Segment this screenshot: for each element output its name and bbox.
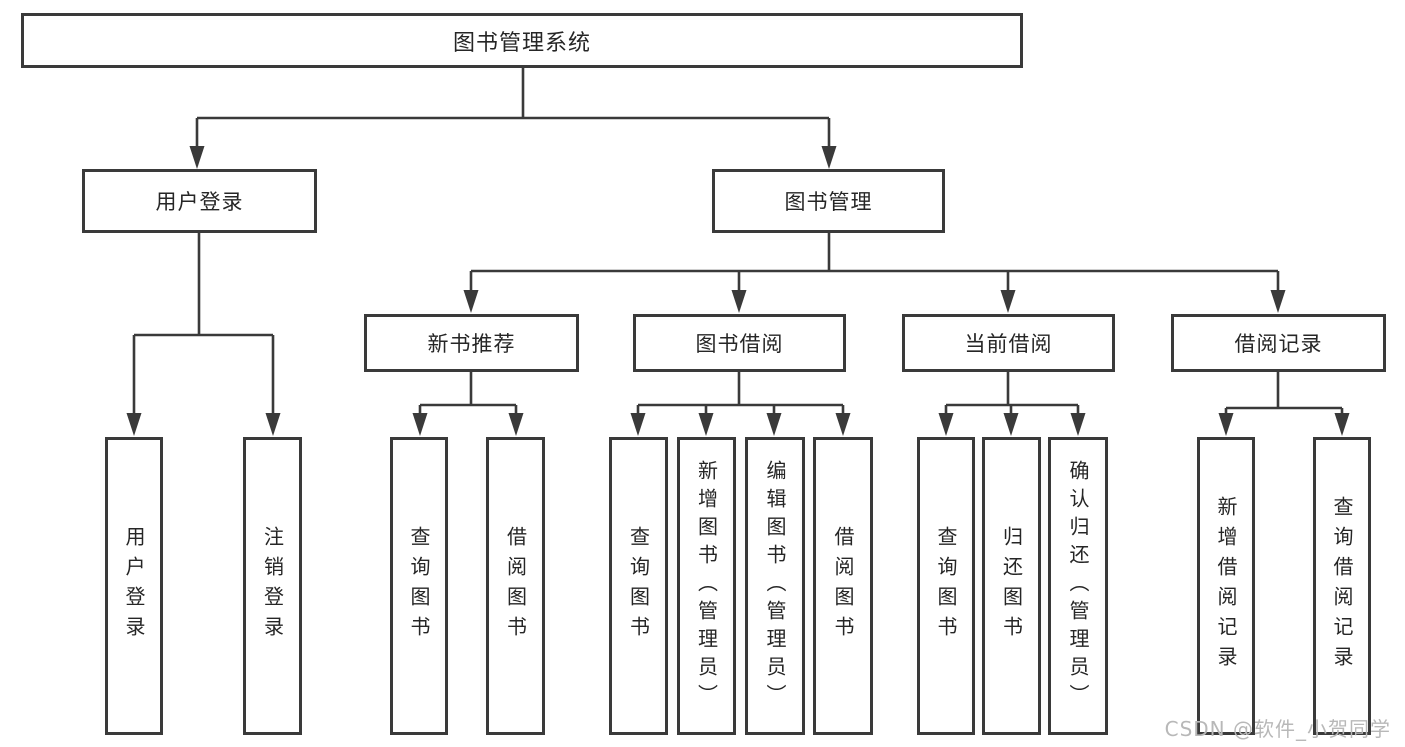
leaf-add-books-admin: 新增图书（管理员） — [677, 437, 736, 735]
node-book-borrow: 图书借阅 — [633, 314, 846, 372]
leaf-query-borrow-record: 查询借阅记录 — [1313, 437, 1371, 735]
leaf-confirm-return-admin: 确认归还（管理员） — [1048, 437, 1108, 735]
leaf-edit-books-admin: 编辑图书（管理员） — [745, 437, 805, 735]
leaf-query-books-borrow: 查询图书 — [609, 437, 668, 735]
leaf-user-login: 用户登录 — [105, 437, 163, 735]
node-user-login: 用户登录 — [82, 169, 317, 233]
leaf-logout: 注销登录 — [243, 437, 302, 735]
leaf-query-books-current: 查询图书 — [917, 437, 975, 735]
node-library-management-system: 图书管理系统 — [21, 13, 1023, 68]
node-current-borrow: 当前借阅 — [902, 314, 1115, 372]
leaf-borrow-books-recommend: 借阅图书 — [486, 437, 545, 735]
leaf-add-borrow-record: 新增借阅记录 — [1197, 437, 1255, 735]
node-book-management: 图书管理 — [712, 169, 945, 233]
node-borrow-records: 借阅记录 — [1171, 314, 1386, 372]
leaf-borrow-books: 借阅图书 — [813, 437, 873, 735]
leaf-query-books-recommend: 查询图书 — [390, 437, 448, 735]
csdn-watermark: CSDN @软件_小贺同学 — [1164, 717, 1391, 741]
node-new-book-recommend: 新书推荐 — [364, 314, 579, 372]
leaf-return-books: 归还图书 — [982, 437, 1041, 735]
